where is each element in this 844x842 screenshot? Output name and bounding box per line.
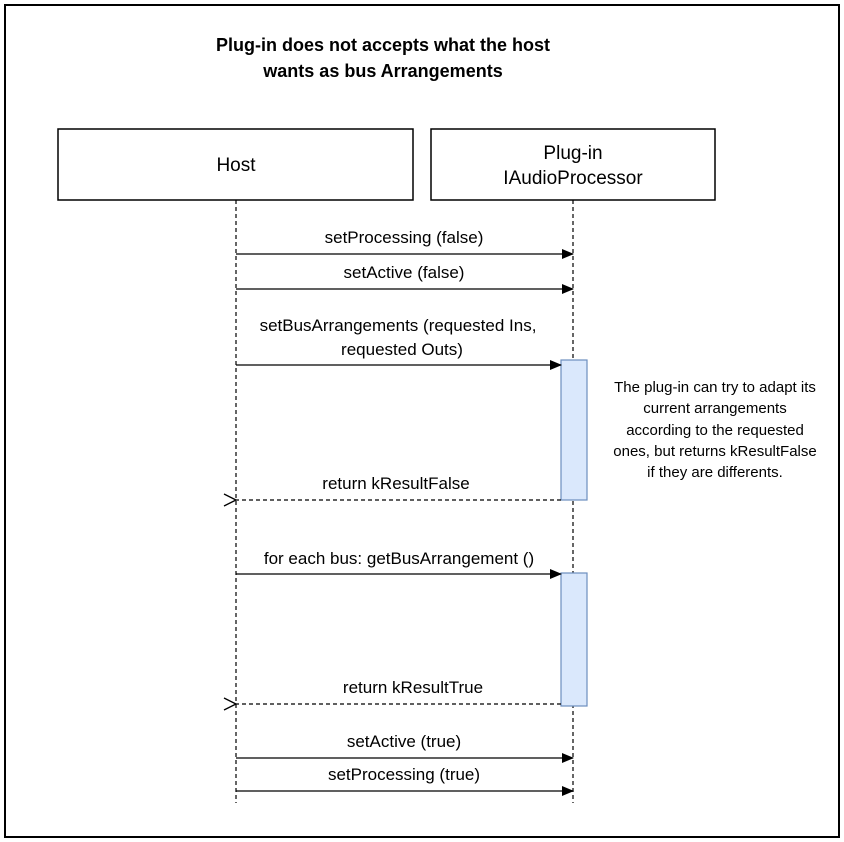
note-line: current arrangements (643, 400, 786, 417)
activation-bar-1 (560, 359, 588, 501)
diagram-title-line2: wants as bus Arrangements (262, 61, 502, 81)
note-text: The plug-in can try to adapt its current… (613, 379, 816, 481)
participant-plugin: Plug-in IAudioProcessor (430, 128, 716, 201)
message-set-processing-true: setProcessing (true) (236, 765, 574, 796)
activation-bar-2 (560, 572, 588, 707)
note-line: The plug-in can try to adapt its (614, 379, 816, 396)
participant-host: Host (57, 128, 414, 201)
message-set-active-true: setActive (true) (236, 732, 574, 763)
message-label-line1: setBusArrangements (requested Ins, (260, 316, 537, 335)
note-line: according to the requested (626, 422, 804, 439)
message-label-line2: requested Outs) (341, 340, 463, 359)
note-line: if they are differents. (647, 464, 783, 481)
message-set-processing-false: setProcessing (false) (236, 228, 574, 259)
message-label: setActive (true) (347, 732, 461, 751)
message-label: return kResultFalse (322, 474, 469, 493)
message-label: return kResultTrue (343, 678, 483, 697)
message-label: setProcessing (false) (325, 228, 484, 247)
message-label: for each bus: getBusArrangement () (264, 549, 534, 568)
participant-plugin-label-line2: IAudioProcessor (503, 168, 643, 189)
message-set-bus-arrangements: setBusArrangements (requested Ins, reque… (236, 316, 562, 370)
message-get-bus-arrangement: for each bus: getBusArrangement () (236, 549, 562, 579)
message-return-kresultfalse: return kResultFalse (236, 474, 561, 500)
message-label: setProcessing (true) (328, 765, 480, 784)
participant-host-label: Host (216, 155, 256, 176)
note-line: ones, but returns kResultFalse (613, 443, 816, 460)
message-label: setActive (false) (344, 263, 465, 282)
diagram-title-line1: Plug-in does not accepts what the host (216, 35, 550, 55)
message-set-active-false: setActive (false) (236, 263, 574, 294)
message-return-kresulttrue: return kResultTrue (236, 678, 561, 704)
participant-plugin-label-line1: Plug-in (543, 143, 602, 164)
